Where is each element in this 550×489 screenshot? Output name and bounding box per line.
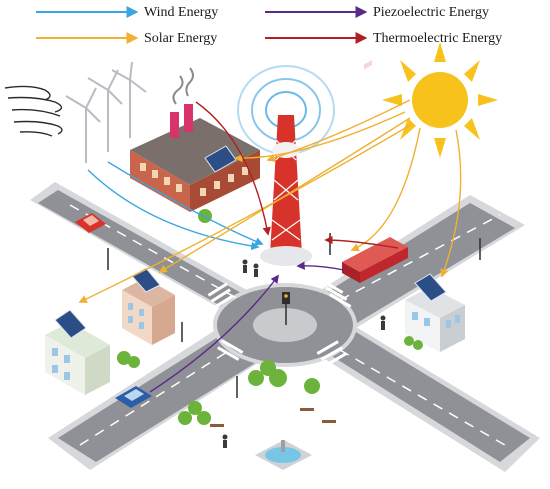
solar-flow-arrow [266, 99, 411, 162]
solar-flow-arrow [440, 129, 462, 278]
building-center [122, 267, 175, 345]
zebra-crossing-south [316, 340, 347, 367]
bus [342, 60, 408, 283]
wind-flow-arrow [107, 161, 264, 246]
zebra-crossing-southwest [217, 339, 244, 361]
tower-body [270, 115, 302, 255]
legend-label-thermo: Thermoelectric Energy [373, 31, 503, 46]
car-blue [115, 386, 152, 408]
solar-flow-arrow [78, 123, 413, 303]
wind-turbine [65, 87, 101, 163]
piezo-flow-arrow [149, 274, 280, 393]
solar-flow-arrow [234, 111, 406, 163]
building-right [405, 273, 465, 352]
roundabout-island [253, 308, 317, 342]
legend-label-piezo: Piezoelectric Energy [373, 5, 489, 20]
lane-dash-se [339, 349, 511, 449]
factory-wall-side [190, 150, 260, 212]
solar-panel [131, 267, 161, 293]
lane-dash-nw [69, 204, 241, 301]
zebra-crossing-east [321, 279, 352, 308]
wind-turbine [111, 61, 147, 138]
solar-panel [414, 273, 447, 302]
lane-dash-ne [339, 214, 501, 301]
benches [210, 408, 336, 427]
communication-tower [237, 65, 335, 266]
legend [36, 6, 368, 44]
pedestrians [222, 259, 386, 448]
factory [130, 67, 260, 212]
fountain [255, 440, 312, 470]
sun [382, 42, 498, 158]
thermo-flow-arrow [324, 235, 399, 249]
factory-windows [140, 163, 248, 196]
factory-roof [130, 118, 260, 185]
wind-flow-arrow [87, 169, 260, 251]
building-left-front [45, 309, 110, 395]
wind-turbines [65, 61, 147, 163]
wind-gusts [4, 85, 63, 137]
lane-dash-sw [79, 349, 231, 446]
piezo-flow-arrow [296, 261, 345, 271]
tower-base [260, 246, 312, 266]
legend-label-wind: Wind Energy [144, 5, 219, 20]
traffic-light [282, 292, 290, 325]
chimney [184, 104, 193, 132]
energy-flows [78, 99, 462, 393]
wind-turbine [87, 69, 123, 152]
chimney [170, 112, 179, 138]
smoke [172, 67, 194, 105]
thermo-flow-arrow [195, 101, 271, 236]
car-red [75, 213, 106, 233]
solar-panel [54, 309, 87, 339]
legend-label-solar: Solar Energy [144, 31, 218, 46]
trees [117, 209, 423, 425]
solar-flow-arrow [350, 127, 421, 252]
zebra-crossing-west [207, 282, 234, 309]
